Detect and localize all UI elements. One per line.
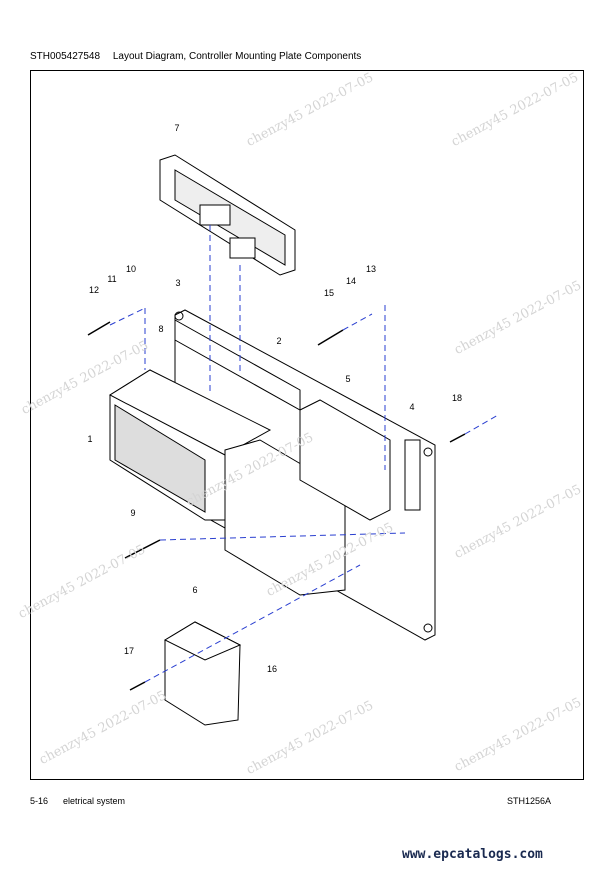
document-code: STH005427548 xyxy=(30,51,101,62)
figure-id: STH1256A xyxy=(507,796,552,806)
callout-8: 8 xyxy=(158,324,164,334)
diagram-title: Layout Diagram, Controller Mounting Plat… xyxy=(112,51,362,62)
diagram-frame xyxy=(30,70,584,780)
callout-3: 3 xyxy=(175,278,181,288)
module xyxy=(299,399,391,521)
callout-17: 17 xyxy=(123,646,135,656)
alignment-lines xyxy=(109,225,499,683)
callout-14: 14 xyxy=(345,276,357,286)
page-title: STH005427548 Layout Diagram, Controller … xyxy=(30,51,361,62)
callout-13: 13 xyxy=(365,264,377,274)
callout-5: 5 xyxy=(345,374,351,384)
section-name: eletrical system xyxy=(63,796,126,806)
callout-2: 2 xyxy=(276,336,282,346)
callout-7: 7 xyxy=(174,123,180,133)
callout-15: 15 xyxy=(323,288,335,298)
callout-18: 18 xyxy=(451,393,463,403)
terminal-strip xyxy=(404,439,421,511)
screws xyxy=(87,321,466,691)
box xyxy=(163,621,242,726)
callout-11: 11 xyxy=(107,274,117,284)
callout-1: 1 xyxy=(87,434,93,444)
page-number: 5-16 xyxy=(30,796,49,806)
callout-12: 12 xyxy=(88,285,100,295)
controller xyxy=(108,369,272,521)
callout-9: 9 xyxy=(130,508,136,518)
relay-fuse-module xyxy=(159,154,296,276)
callout-16: 16 xyxy=(266,664,278,674)
callout-10: 10 xyxy=(125,264,137,274)
callout-6: 6 xyxy=(192,585,198,595)
callout-4: 4 xyxy=(409,402,415,412)
site-link[interactable]: www.epcatalogs.com xyxy=(402,847,543,862)
